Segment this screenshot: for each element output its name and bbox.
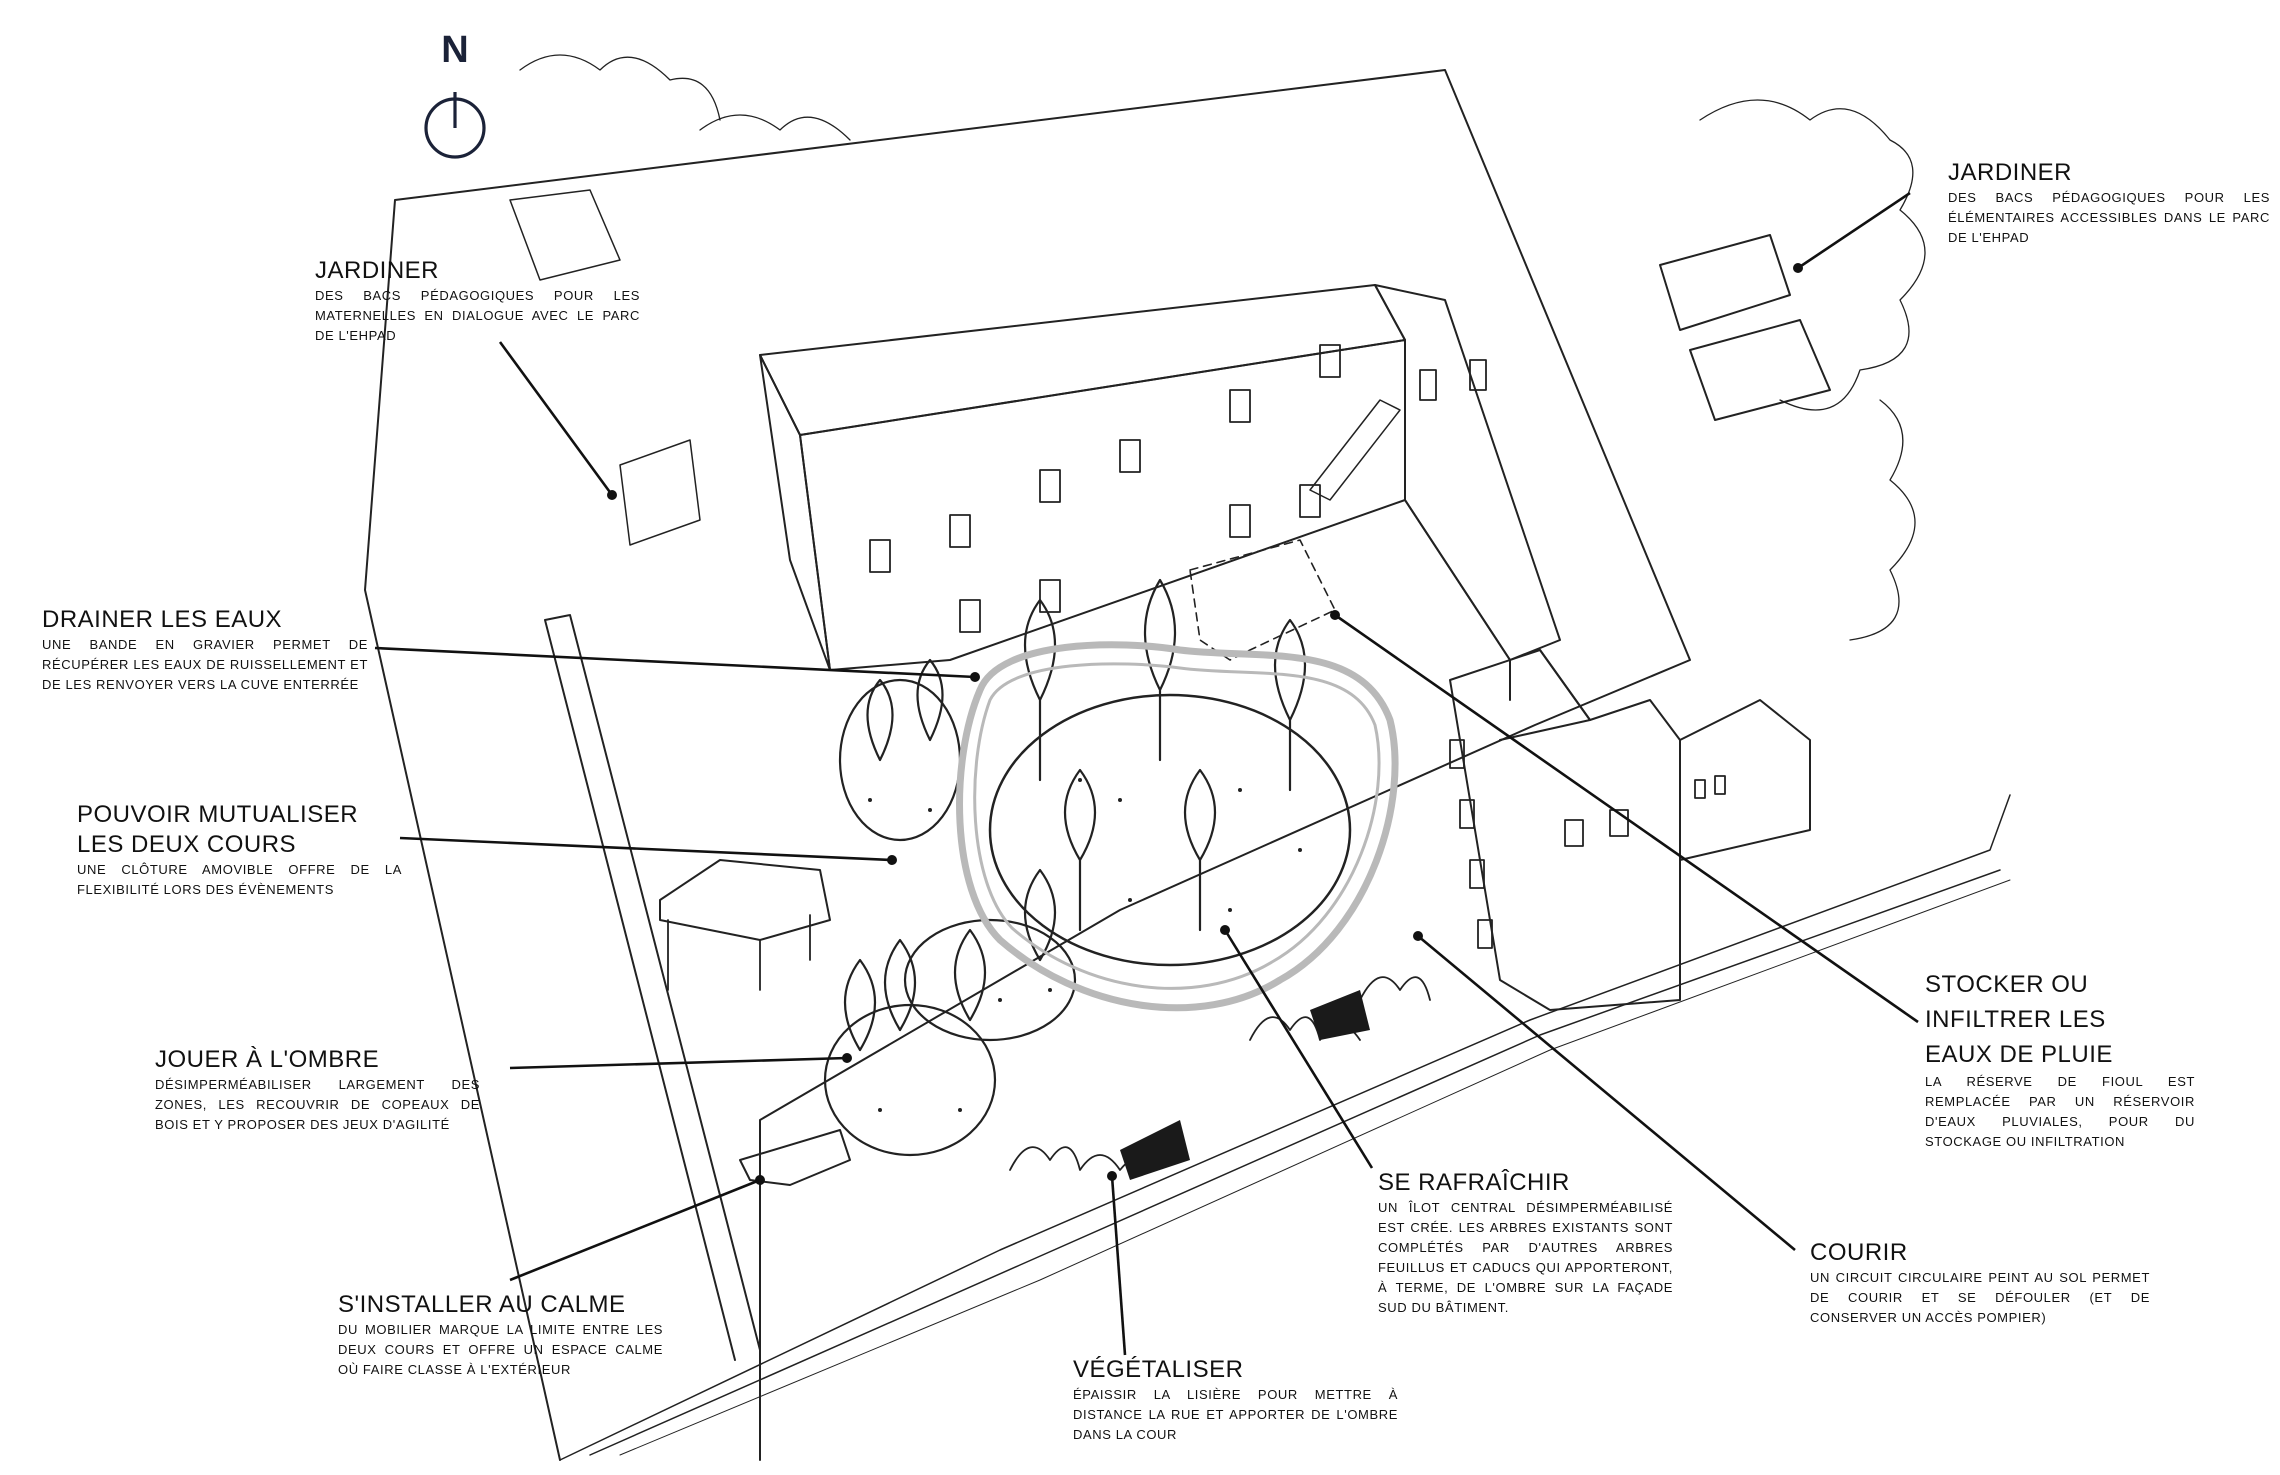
covered-shed [660, 860, 830, 940]
annotation-body: LA RÉSERVE DE FIOUL EST REMPLACÉE PAR UN… [1925, 1072, 2195, 1152]
main-building-left [760, 355, 830, 670]
north-indicator: N [420, 30, 490, 70]
annotation-body: DÉSIMPERMÉABILISER LARGEMENT DES ZONES, … [155, 1075, 480, 1135]
annotation-title: COURIR [1810, 1238, 2150, 1268]
annotation-courir: COURIR UN CIRCUIT CIRCULAIRE PEINT AU SO… [1810, 1238, 2150, 1328]
annotation-jouer: JOUER À L'OMBRE DÉSIMPERMÉABILISER LARGE… [155, 1045, 480, 1135]
background-trees [520, 55, 1925, 640]
annotation-rafraichir: SE RAFRAÎCHIR UN ÎLOT CENTRAL DÉSIMPERMÉ… [1378, 1168, 1673, 1318]
annotation-body: DES BACS PÉDAGOGIQUES POUR LES MATERNELL… [315, 286, 640, 346]
annotation-title: STOCKER OU INFILTRER LES EAUX DE PLUIE [1925, 967, 2135, 1072]
exterior-stair [1310, 400, 1400, 500]
annotation-title: JOUER À L'OMBRE [155, 1045, 480, 1075]
annotation-installer: S'INSTALLER AU CALME DU MOBILIER MARQUE … [338, 1290, 663, 1380]
windows-main [870, 345, 1486, 632]
annotation-mutualiser: POUVOIR MUTUALISER LES DEUX COURS UNE CL… [77, 800, 402, 900]
running-track [960, 645, 1396, 1008]
main-building-roof [760, 285, 1405, 435]
annotation-title: SE RAFRAÎCHIR [1378, 1168, 1673, 1198]
annotation-stocker: STOCKER OU INFILTRER LES EAUX DE PLUIE L… [1925, 967, 2195, 1152]
right-wing-front [1405, 500, 1510, 700]
annotation-jardiner-left: JARDINER DES BACS PÉDAGOGIQUES POUR LES … [315, 256, 640, 346]
leader-dots [607, 263, 1803, 1185]
windows-right [1450, 740, 1725, 948]
north-arrow-icon [426, 92, 484, 157]
annotation-drainer: DRAINER LES EAUX UNE BANDE EN GRAVIER PE… [42, 605, 368, 695]
garden-box-right-2 [1690, 320, 1830, 420]
annotation-title: JARDINER [315, 256, 640, 286]
garden-box-left [620, 440, 700, 545]
annotation-body: ÉPAISSIR LA LISIÈRE POUR METTRE À DISTAN… [1073, 1385, 1398, 1445]
annotation-title: JARDINER [1948, 158, 2270, 188]
annotation-title: POUVOIR MUTUALISER LES DEUX COURS [77, 800, 387, 860]
shadows [1120, 990, 1370, 1180]
annotation-vegetaliser: VÉGÉTALISER ÉPAISSIR LA LISIÈRE POUR MET… [1073, 1355, 1398, 1445]
annotation-title: DRAINER LES EAUX [42, 605, 368, 635]
annotation-body: UNE BANDE EN GRAVIER PERMET DE RÉCUPÉRER… [42, 635, 368, 695]
leader-lines [375, 193, 1918, 1355]
gable [1500, 650, 1590, 740]
tank-outline [1190, 540, 1335, 660]
garden-box-right-1 [1660, 235, 1790, 330]
annotation-jardiner-right: JARDINER DES BACS PÉDAGOGIQUES POUR LES … [1948, 158, 2270, 248]
annotation-title: VÉGÉTALISER [1073, 1355, 1398, 1385]
central-island [990, 695, 1350, 965]
annotation-body: UNE CLÔTURE AMOVIBLE OFFRE DE LA FLEXIBI… [77, 860, 402, 900]
annotation-body: DES BACS PÉDAGOGIQUES POUR LES ÉLÉMENTAI… [1948, 188, 2270, 248]
annotation-title: S'INSTALLER AU CALME [338, 1290, 663, 1320]
annotation-body: UN CIRCUIT CIRCULAIRE PEINT AU SOL PERME… [1810, 1268, 2150, 1328]
annotation-body: DU MOBILIER MARQUE LA LIMITE ENTRE LES D… [338, 1320, 663, 1380]
annotation-body: UN ÎLOT CENTRAL DÉSIMPERMÉABILISÉ EST CR… [1378, 1198, 1673, 1318]
north-label: N [420, 30, 490, 70]
left-wall [545, 615, 760, 1360]
